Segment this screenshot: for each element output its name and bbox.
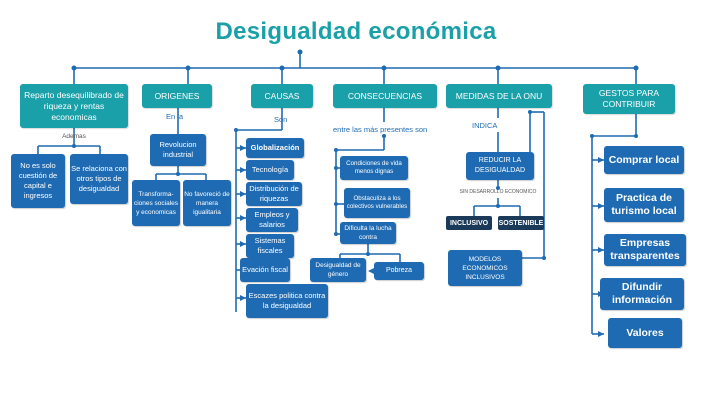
gesto-item: Valores xyxy=(608,318,682,348)
reparto-item: Se relaciona con otros tipos de desigual… xyxy=(70,154,128,204)
origenes-item: No favoreció de manera igualitaria xyxy=(183,180,231,226)
label-son: Son xyxy=(274,115,288,124)
reducir-box: REDUCIR LA DESIGUALDAD xyxy=(466,152,534,180)
header-origenes: ORIGENES xyxy=(142,84,212,108)
label-en-la: En la xyxy=(166,112,184,121)
gesto-item: Empresas transparentes xyxy=(604,234,686,266)
consecuencia-item: Dificulta la lucha contra xyxy=(340,222,396,244)
gesto-item: Comprar local xyxy=(604,146,684,174)
label-indica: INDICA xyxy=(472,121,498,130)
causa-item: Escazes politica contra la desigualdad xyxy=(246,284,328,318)
sostenible-box: SOSTENIBLE xyxy=(498,216,544,230)
header-gestos: GESTOS PARA CONTRIBUIR xyxy=(583,84,675,114)
reparto-item: No es solo cuestión de capital e ingreso… xyxy=(11,154,65,208)
consecuencia-item: Pobreza xyxy=(374,262,424,280)
causa-item: Empleos y salarios xyxy=(246,208,298,232)
gesto-item: Difundir información xyxy=(600,278,684,310)
causa-item: Distribución de riquezas xyxy=(246,182,302,206)
causa-item: Sistemas fiscales xyxy=(246,234,294,258)
header-consecuencias: CONSECUENCIAS xyxy=(333,84,437,108)
header-medidas: MEDIDAS DE LA ONU xyxy=(446,84,552,108)
page-title: Desigualdad económica xyxy=(215,18,497,45)
label-ademas: Ademas xyxy=(62,133,86,140)
origenes-item: Transforma-ciones sociales y economicas xyxy=(132,180,180,226)
header-reparto: Reparto desequilibrado de riqueza y rent… xyxy=(20,84,128,128)
label-entre: entre las más presentes son xyxy=(333,125,428,134)
label-sin-desarrollo: SIN DESARROLLO ECONOMICO xyxy=(459,189,537,195)
consecuencia-item: Desigualdad de género xyxy=(310,258,366,282)
modelos-box: MODELOS ECONOMICOS INCLUSIVOS xyxy=(448,250,522,286)
causa-item: Globalización xyxy=(246,138,304,158)
header-causas: CAUSAS xyxy=(251,84,313,108)
causa-item: Tecnología xyxy=(246,160,294,180)
gesto-item: Practica de turismo local xyxy=(604,188,684,222)
consecuencia-item: Condiciones de vida menos dignas xyxy=(340,156,408,180)
inclusivo-box: INCLUSIVO xyxy=(446,216,492,230)
consecuencia-item: Obstaculiza a los colectivos vulnerables xyxy=(344,188,410,218)
causa-item: Evación fiscal xyxy=(240,258,290,282)
revolucion-box: Revolucion industrial xyxy=(150,134,206,166)
